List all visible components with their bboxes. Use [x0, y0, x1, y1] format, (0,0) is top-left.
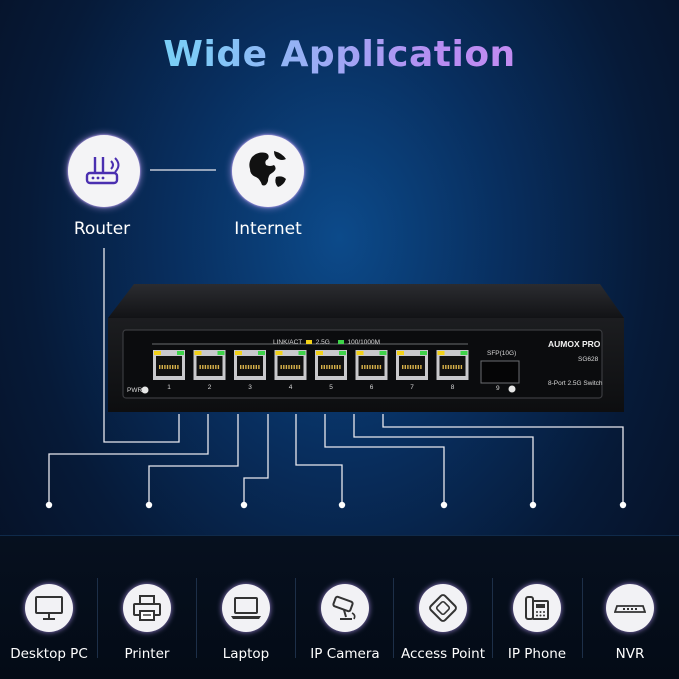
- device-label: Printer: [124, 646, 170, 662]
- model-label: SG628: [578, 356, 599, 363]
- ethernet-port: [234, 350, 266, 380]
- led-green: [420, 351, 427, 355]
- device-label: Access Point: [400, 646, 486, 662]
- device-icon-circle: [419, 584, 467, 632]
- access-point-icon: [429, 594, 457, 622]
- led-yellow: [397, 351, 404, 355]
- router-label: Router: [73, 219, 131, 239]
- ethernet-port: [274, 350, 307, 380]
- led-yellow: [356, 351, 364, 355]
- led-green: [460, 351, 468, 355]
- device-icon-circle: [25, 584, 73, 632]
- led-green: [217, 351, 225, 355]
- legend-slow-label: 100/1000M: [347, 339, 381, 346]
- device-label: Desktop PC: [10, 646, 88, 662]
- port-number-label: 1: [167, 384, 171, 391]
- internet-node: [232, 135, 304, 207]
- divider: [492, 578, 493, 658]
- port-number-label: 3: [248, 384, 252, 391]
- device-label: IP Phone: [507, 646, 567, 662]
- description-label: 8-Port 2.5G Switch: [548, 380, 603, 387]
- led-green: [177, 351, 184, 355]
- globe-icon: [242, 145, 294, 197]
- port-number-label: 5: [329, 384, 333, 391]
- device-ip-phone: IP Phone: [488, 584, 586, 662]
- divider: [97, 578, 98, 658]
- device-icon-circle: [513, 584, 561, 632]
- laptop-icon: [231, 597, 261, 619]
- device-icon-circle: [321, 584, 369, 632]
- printer-icon: [133, 595, 161, 621]
- device-label: IP Camera: [310, 646, 380, 662]
- sfp-label: SFP(10G): [487, 350, 517, 357]
- legend-fast-label: 2.5G: [315, 339, 330, 346]
- port-number-label: 7: [410, 384, 414, 391]
- led-green: [379, 351, 387, 355]
- router-icon: [85, 157, 120, 185]
- ethernet-port: [153, 350, 185, 380]
- led-yellow: [437, 351, 445, 355]
- legend-link-label: LINK/ACT: [273, 339, 303, 346]
- led-green: [339, 351, 346, 355]
- led-yellow: [316, 351, 323, 355]
- power-label: PWR: [127, 387, 143, 394]
- led-yellow: [235, 351, 242, 355]
- port-number-label: 8: [450, 384, 455, 391]
- device-nvr: NVR: [581, 584, 679, 662]
- led-green: [298, 351, 306, 355]
- led-yellow: [154, 351, 161, 355]
- network-switch: LINK/ACT 2.5G 100/1000M AUMOX PRO SG628 …: [108, 284, 624, 412]
- sfp-port-number: 9: [496, 385, 500, 392]
- device-label: Laptop: [222, 646, 270, 662]
- ethernet-port: [436, 350, 469, 380]
- phone-icon: [525, 596, 549, 620]
- device-icon-circle: [606, 584, 654, 632]
- ethernet-port: [315, 350, 347, 380]
- device-access-point: Access Point: [394, 584, 492, 662]
- page-title: Wide Application: [0, 34, 679, 75]
- device-desktop-pc: Desktop PC: [0, 584, 98, 662]
- led-yellow: [194, 351, 202, 355]
- divider: [196, 578, 197, 658]
- divider: [582, 578, 583, 658]
- port-number-label: 2: [207, 384, 212, 391]
- internet-label: Internet: [234, 219, 302, 239]
- device-icon-circle: [123, 584, 171, 632]
- divider: [393, 578, 394, 658]
- monitor-icon: [35, 596, 63, 620]
- legend-green-swatch: [337, 340, 344, 344]
- port-number-label: 4: [288, 384, 293, 391]
- ethernet-port: [355, 350, 388, 380]
- ethernet-port: [396, 350, 428, 380]
- device-ip-camera: IP Camera: [296, 584, 394, 662]
- device-laptop: Laptop: [197, 584, 295, 662]
- led-legend: LINK/ACT 2.5G 100/1000M: [273, 339, 380, 346]
- port-number-label: 6: [369, 384, 374, 391]
- led-yellow: [275, 351, 283, 355]
- legend-yellow-swatch: [305, 340, 312, 344]
- device-printer: Printer: [98, 584, 196, 662]
- device-icon-circle: [222, 584, 270, 632]
- divider: [295, 578, 296, 658]
- router-node: [68, 135, 140, 207]
- camera-icon: [332, 595, 356, 620]
- nvr-icon: [614, 605, 646, 613]
- device-label: NVR: [615, 646, 645, 662]
- led-green: [258, 351, 265, 355]
- brand-label: AUMOX PRO: [548, 339, 601, 349]
- ethernet-port: [193, 350, 226, 380]
